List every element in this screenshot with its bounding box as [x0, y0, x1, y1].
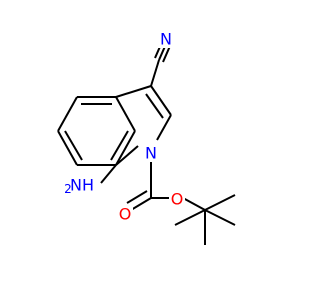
bond-c7-amine — [100, 164, 117, 184]
bond-c3-cn — [150, 59, 160, 87]
bond-benzene-3 — [115, 130, 136, 166]
bond-c3-c2 — [150, 85, 172, 116]
bond-tertc-methyl-top — [204, 194, 236, 211]
bond-benzene-5-inner — [64, 130, 83, 161]
bond-n1-c7a — [115, 145, 139, 166]
ester-o-mask — [169, 190, 185, 208]
nitrile-n-mask — [158, 30, 174, 48]
amine-nitrogen-label: NH — [70, 176, 94, 195]
bond-carbonyl-o-1 — [130, 197, 152, 211]
bond-c3a-c3 — [115, 85, 152, 98]
indole-n-mask — [143, 144, 159, 162]
bond-benzene-6 — [57, 96, 78, 132]
ester-oxygen-label: O — [171, 190, 184, 209]
bond-c3-c2-inner — [145, 93, 164, 119]
carbonyl-oxygen-label: O — [119, 205, 132, 224]
molecule-canvas: N N NH 2 O O — [57, 29, 236, 245]
amine-subscript-label: 2 — [64, 182, 72, 196]
bond-benzene-2 — [115, 96, 136, 132]
carbonyl-o-mask — [117, 205, 133, 223]
bond-c2-n1 — [156, 114, 172, 141]
nitrile-nitrogen-label: N — [160, 30, 172, 49]
bond-benzene-5 — [57, 130, 78, 166]
indole-nitrogen-label: N — [145, 144, 157, 163]
bond-tertc-methyl-left — [174, 209, 206, 226]
molecule-structure: N N NH 2 O O — [57, 30, 236, 245]
bond-ester-o-tertc — [182, 197, 206, 211]
bond-tertc-methyl-right — [204, 209, 236, 226]
amine-mask — [63, 176, 97, 194]
bond-carbonyl-o-2 — [126, 190, 148, 204]
bond-benzene-3-inner — [110, 130, 129, 161]
bond-nitrile-2 — [162, 45, 171, 63]
